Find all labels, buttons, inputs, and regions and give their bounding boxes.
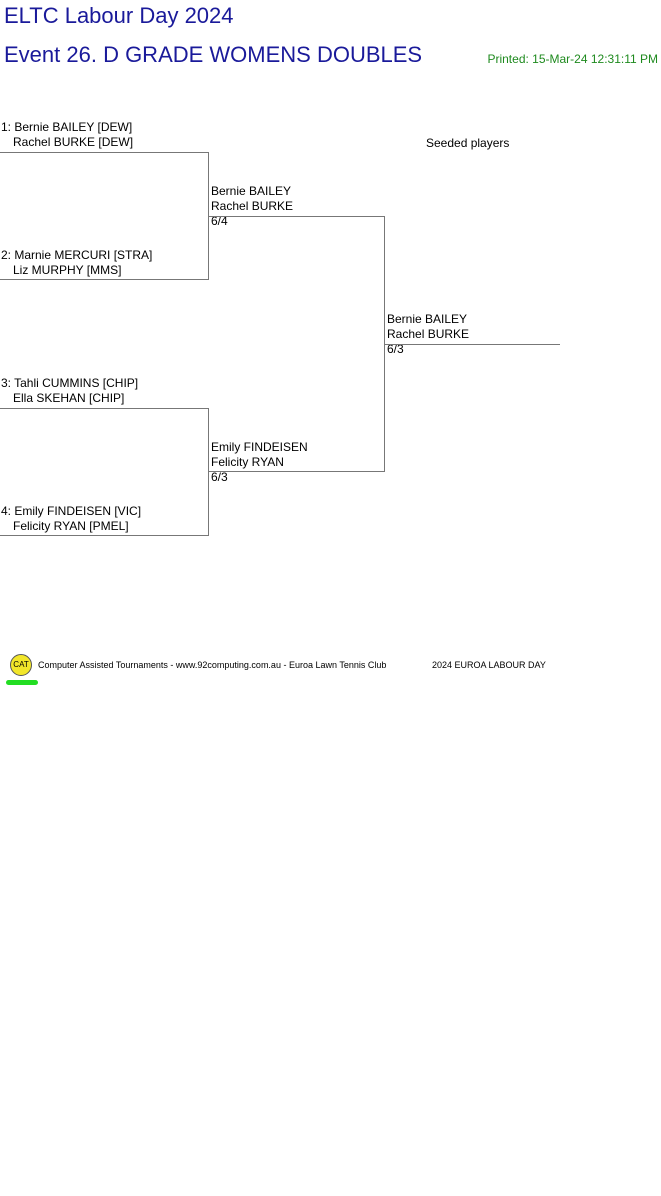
semifinal-winner-1: Bernie BAILEY Rachel BURKE 6/4: [211, 184, 293, 229]
footer-event-name: 2024 EUROA LABOUR DAY: [432, 660, 546, 670]
bracket-connector: [208, 408, 209, 536]
entry-player-1: 3: Tahli CUMMINS [CHIP]: [1, 376, 139, 390]
bracket-line: [208, 471, 384, 472]
winner-player-2: Rachel BURKE: [387, 327, 470, 341]
match-score: 6/3: [387, 342, 404, 356]
entry-player-2: Liz MURPHY [MMS]: [13, 263, 122, 277]
entry-player-1: 4: Emily FINDEISEN [VIC]: [1, 504, 142, 518]
bracket-line: [0, 152, 208, 153]
bracket-line: [0, 408, 208, 409]
entry-player-2: Rachel BURKE [DEW]: [13, 135, 134, 149]
cat-logo-icon: CAT: [10, 654, 32, 676]
event-title: Event 26. D GRADE WOMENS DOUBLES: [4, 42, 423, 67]
entry-player-2: Ella SKEHAN [CHIP]: [13, 391, 125, 405]
entry-player-2: Felicity RYAN [PMEL]: [13, 519, 129, 533]
bracket-line: [208, 216, 384, 217]
draw-entry-4: 4: Emily FINDEISEN [VIC] Felicity RYAN […: [1, 504, 141, 534]
entry-player-1: 2: Marnie MERCURI [STRA]: [1, 248, 153, 262]
match-score: 6/4: [211, 214, 228, 228]
footer-credits: Computer Assisted Tournaments - www.92co…: [38, 660, 387, 670]
entry-player-1: 1: Bernie BAILEY [DEW]: [1, 120, 133, 134]
bracket-line: [0, 535, 208, 536]
footer: CAT Computer Assisted Tournaments - www.…: [6, 654, 608, 694]
seeded-players-label: Seeded players: [426, 136, 510, 150]
bracket-line: [384, 344, 560, 345]
match-score: 6/3: [211, 470, 228, 484]
logo-underline: [6, 680, 38, 685]
draw-entry-2: 2: Marnie MERCURI [STRA] Liz MURPHY [MMS…: [1, 248, 152, 278]
winner-player-1: Bernie BAILEY: [211, 184, 292, 198]
final-winner: Bernie BAILEY Rachel BURKE 6/3: [387, 312, 469, 357]
draw-entry-1: 1: Bernie BAILEY [DEW] Rachel BURKE [DEW…: [1, 120, 133, 150]
semifinal-winner-2: Emily FINDEISEN Felicity RYAN 6/3: [211, 440, 308, 485]
tournament-title: ELTC Labour Day 2024: [4, 3, 234, 28]
printed-timestamp: Printed: 15-Mar-24 12:31:11 PM: [487, 52, 658, 66]
draw-entry-3: 3: Tahli CUMMINS [CHIP] Ella SKEHAN [CHI…: [1, 376, 138, 406]
bracket-line: [0, 279, 208, 280]
winner-player-1: Emily FINDEISEN: [211, 440, 308, 454]
winner-player-2: Felicity RYAN: [211, 455, 284, 469]
winner-player-1: Bernie BAILEY: [387, 312, 468, 326]
winner-player-2: Rachel BURKE: [211, 199, 294, 213]
